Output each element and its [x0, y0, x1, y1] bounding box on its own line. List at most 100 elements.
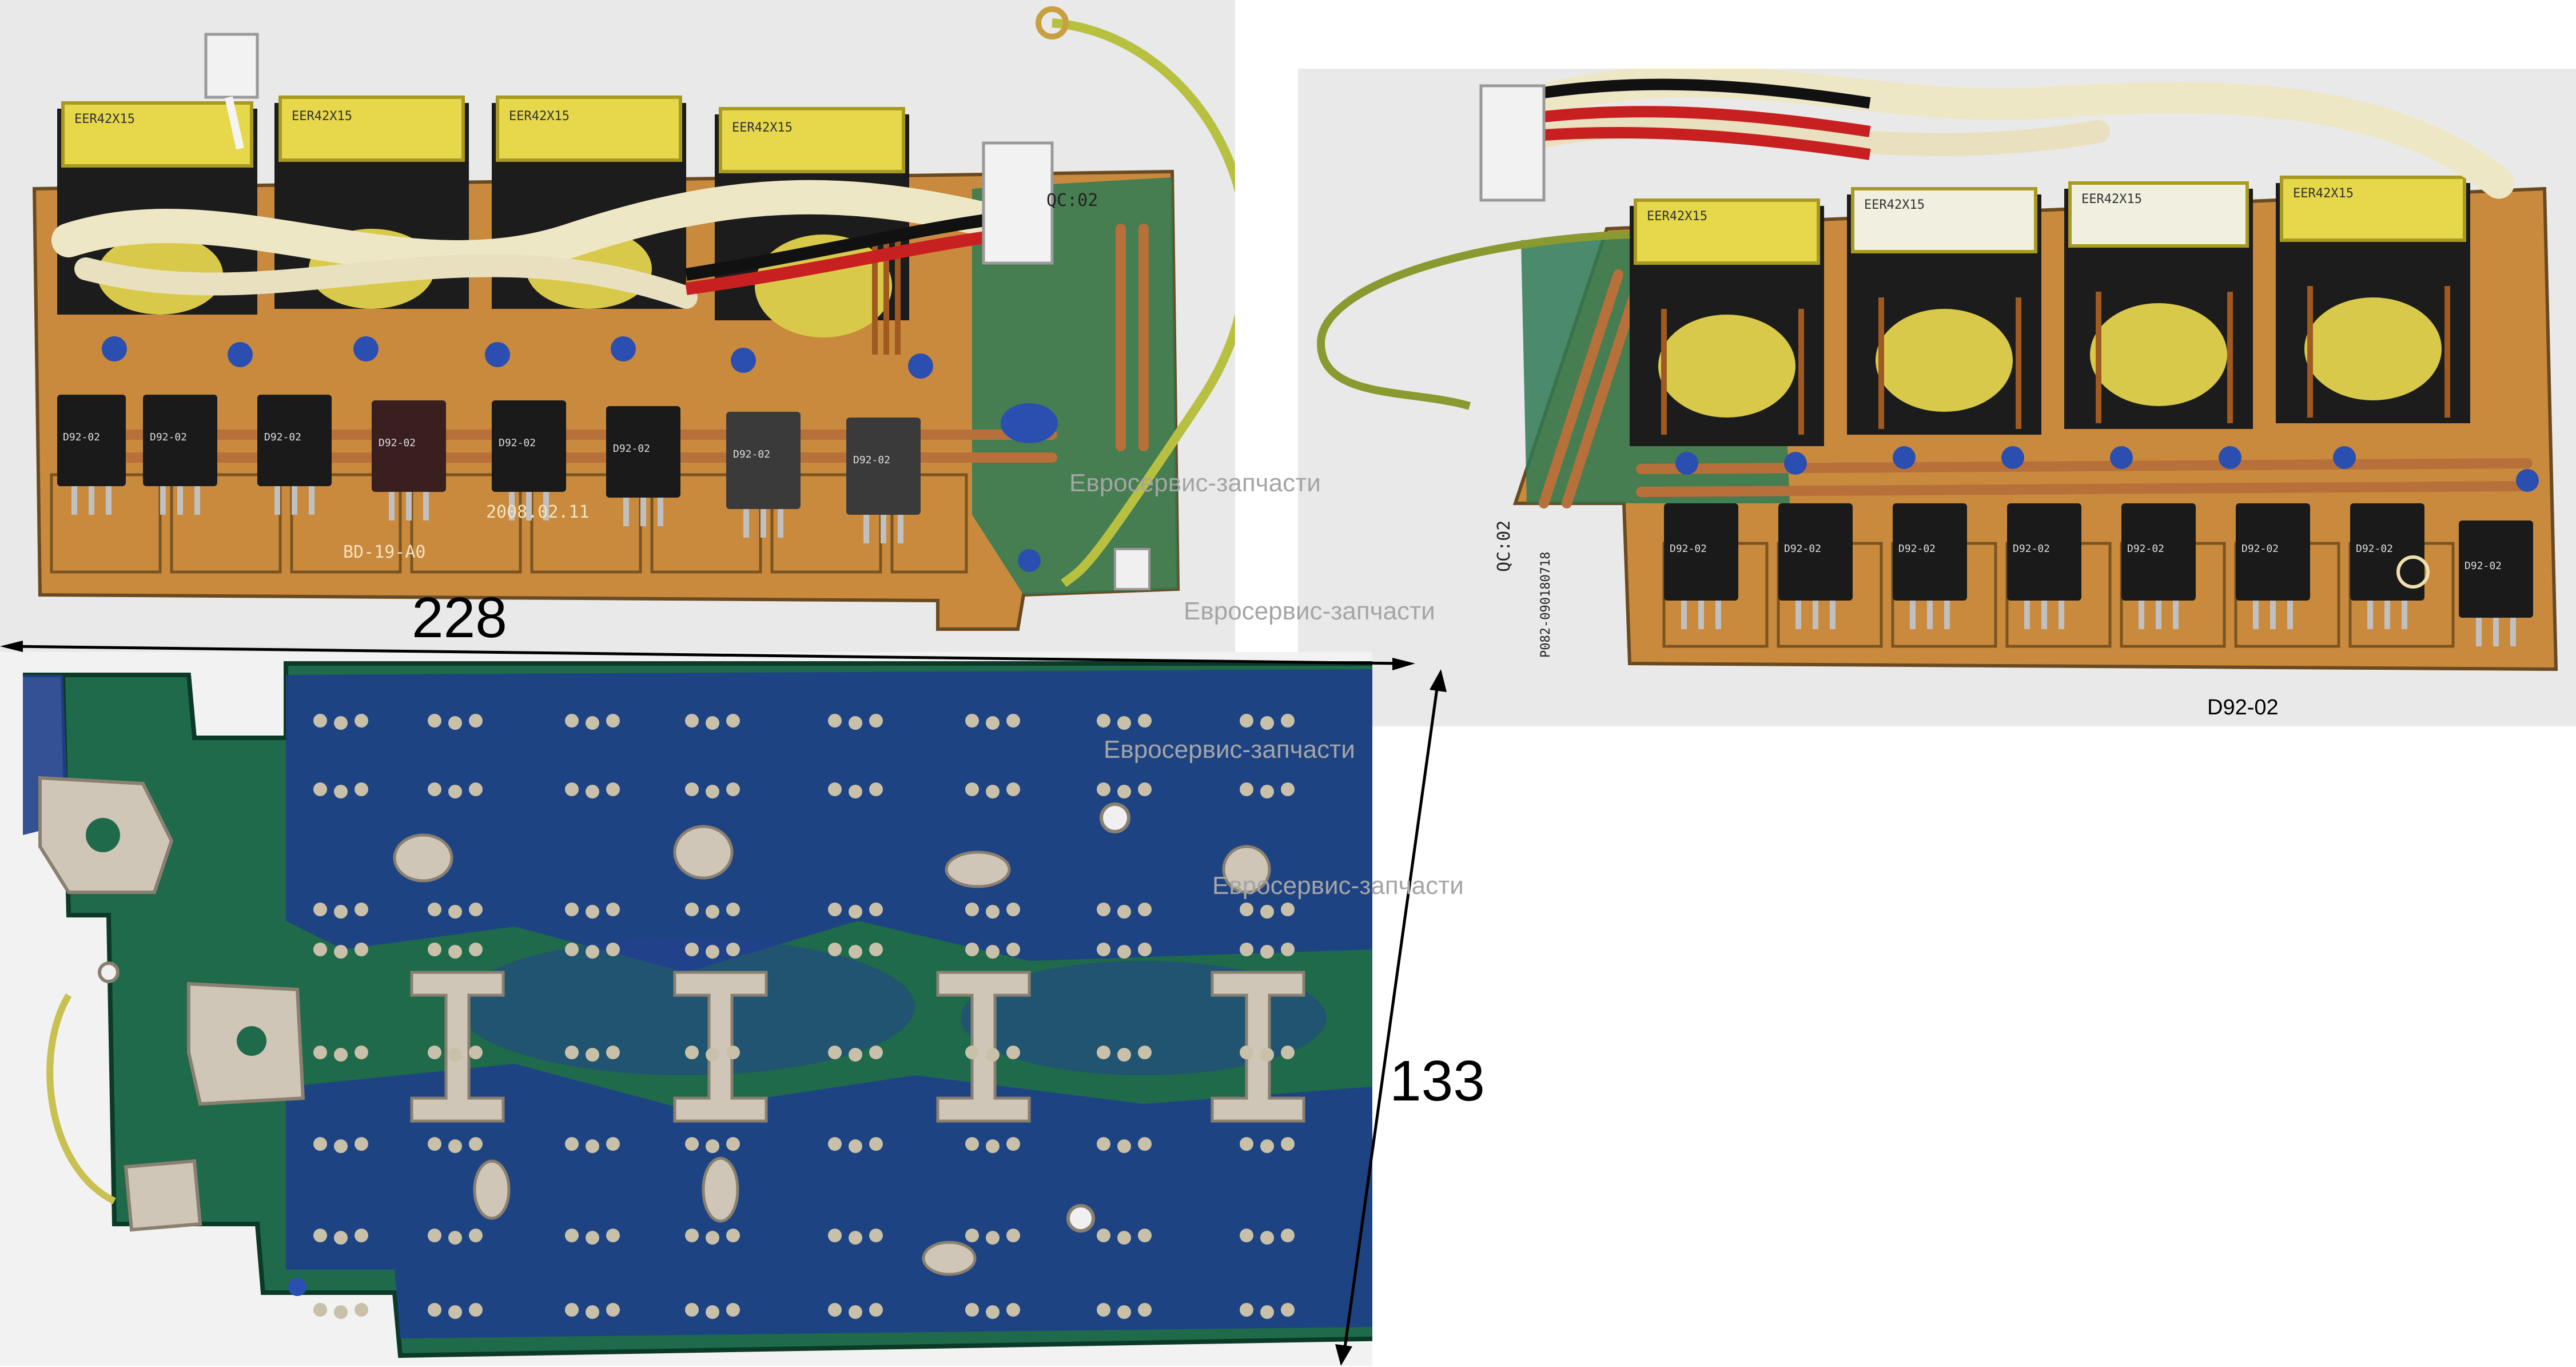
solder-joint: [469, 1229, 483, 1242]
solder-joint: [986, 1231, 1000, 1245]
transistor-label: D92-02: [613, 443, 650, 455]
solder-joint: [606, 714, 620, 728]
solder-joint: [355, 943, 368, 956]
solder-joint: [469, 714, 483, 728]
transformer-label: EER42X15: [509, 109, 570, 124]
solder-joint: [828, 1137, 842, 1151]
white-gap-top: [1235, 0, 1492, 69]
transistor-label: D92-02: [2013, 543, 2050, 555]
solder-joint: [849, 945, 862, 959]
solder-joint: [565, 714, 579, 728]
solder-joint: [1138, 1229, 1152, 1242]
solder-joint: [706, 1305, 719, 1319]
solder-joint: [1006, 714, 1020, 728]
watermark-3: Евросервис-запчасти: [1104, 736, 1355, 764]
solder-joint: [1240, 1046, 1253, 1059]
solder-joint: [1240, 1229, 1253, 1242]
solder-joint: [869, 1137, 883, 1151]
solder-joint: [828, 943, 842, 956]
solder-joint: [849, 905, 862, 919]
solder-joint: [334, 1231, 348, 1245]
solder-joint: [869, 943, 883, 956]
solder-joint: [1097, 903, 1110, 916]
solder-joint: [1240, 782, 1253, 796]
solder-joint: [726, 943, 740, 956]
solder-joint: [986, 1139, 1000, 1153]
solder-joint: [706, 1048, 719, 1062]
solder-joint: [1097, 1137, 1110, 1151]
solder-joint: [469, 782, 483, 796]
solder-joint: [1097, 1303, 1110, 1317]
solder-joint: [1138, 782, 1152, 796]
solder-joint: [1260, 716, 1274, 730]
solder-joint: [726, 1137, 740, 1151]
solder-joint: [1117, 716, 1131, 730]
solder-joint: [726, 1303, 740, 1317]
solder-joint: [1240, 714, 1253, 728]
solder-joint: [1097, 782, 1110, 796]
solder-joint: [606, 1229, 620, 1242]
solder-joint: [586, 785, 599, 798]
height-dimension-label: 133: [1389, 1049, 1485, 1113]
solder-joint: [448, 1139, 462, 1153]
watermark-4: Евросервис-запчасти: [1212, 872, 1464, 900]
solder-joints: [313, 714, 1295, 1319]
solder-joint: [706, 1139, 719, 1153]
solder-joint: [1260, 785, 1274, 798]
solder-joint: [565, 1046, 579, 1059]
solder-joint: [1281, 1303, 1295, 1317]
solder-joint: [606, 903, 620, 916]
solder-joint: [685, 782, 699, 796]
solder-joint: [606, 1303, 620, 1317]
solder-joint: [586, 1305, 599, 1319]
solder-joint: [849, 1231, 862, 1245]
solder-joint: [334, 716, 348, 730]
solder-joint: [965, 1137, 979, 1151]
solder-joint: [1097, 714, 1110, 728]
solder-joint: [828, 1303, 842, 1317]
solder-joint: [565, 943, 579, 956]
solder-joint: [334, 1048, 348, 1062]
solder-joint: [428, 1046, 441, 1059]
solder-joint: [469, 943, 483, 956]
solder-joint: [1281, 943, 1295, 956]
solder-joint: [1097, 1229, 1110, 1242]
solder-joint: [849, 785, 862, 798]
silkscreen-qc-label: QC:02: [1046, 190, 1098, 210]
solder-joint: [448, 1305, 462, 1319]
solder-joint: [965, 1046, 979, 1059]
solder-joint: [849, 1048, 862, 1062]
solder-joint: [1281, 1137, 1295, 1151]
solder-joint: [828, 1046, 842, 1059]
solder-joint: [428, 782, 441, 796]
watermark-2: Евросервис-запчасти: [1184, 597, 1435, 625]
solder-joint: [726, 714, 740, 728]
solder-joint: [1097, 1046, 1110, 1059]
solder-joint: [586, 1231, 599, 1245]
solder-joint: [1006, 1046, 1020, 1059]
solder-joint: [1281, 1046, 1295, 1059]
solder-joint: [1260, 1048, 1274, 1062]
transistor-label: D92-02: [1670, 543, 1707, 555]
solder-joint: [448, 785, 462, 798]
solder-joint: [1006, 1137, 1020, 1151]
silkscreen-pcb-code: P082-090180718: [1539, 552, 1553, 658]
solder-joint: [685, 1229, 699, 1242]
solder-joint: [313, 1137, 327, 1151]
transistor-label: D92-02: [733, 448, 770, 460]
transistor-label: D92-02: [264, 431, 301, 443]
solder-joint: [565, 1303, 579, 1317]
solder-joint: [869, 903, 883, 916]
solder-joint: [685, 1046, 699, 1059]
solder-joint: [706, 905, 719, 919]
solder-joint: [965, 1303, 979, 1317]
solder-joint: [685, 1303, 699, 1317]
solder-joint: [1006, 782, 1020, 796]
transistor-label: D92-02: [63, 431, 100, 443]
solder-joint: [685, 903, 699, 916]
solder-joint: [428, 943, 441, 956]
solder-joint: [469, 1303, 483, 1317]
solder-joint: [448, 716, 462, 730]
solder-joint: [1138, 903, 1152, 916]
solder-joint: [869, 1303, 883, 1317]
